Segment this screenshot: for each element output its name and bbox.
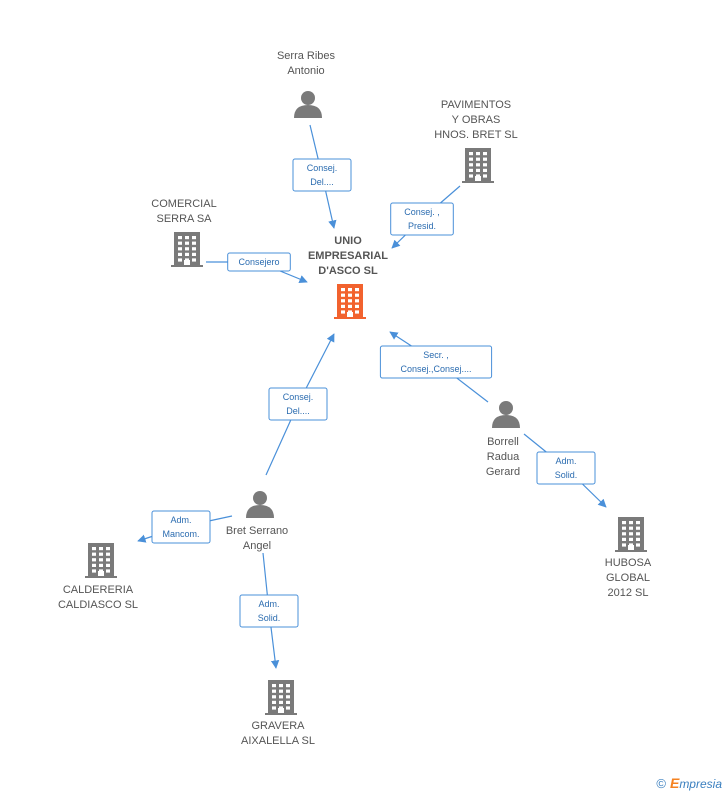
- edge-label-text: Adm.: [170, 515, 191, 525]
- node-label-line: GRAVERA: [252, 720, 306, 732]
- edge-label-box[interactable]: [227, 252, 291, 272]
- node-label-line: Radua: [487, 451, 520, 463]
- node-comercial-serra[interactable]: COMERCIAL SERRA SA: [151, 198, 217, 267]
- person-icon: [294, 91, 322, 118]
- footer-brand[interactable]: ©Empresia: [656, 775, 722, 791]
- node-label-line: Antonio: [287, 65, 324, 77]
- edge-label-text: Del....: [310, 177, 334, 187]
- edge-label-text: Consej.: [307, 163, 338, 173]
- edge-label-box[interactable]: [239, 594, 299, 628]
- building-icon: [85, 543, 117, 578]
- edge-label-text: Solid.: [555, 470, 578, 480]
- edge-label-text: Consej. ,: [404, 207, 440, 217]
- node-label-line: CALDERERIA: [63, 584, 134, 596]
- node-hubosa[interactable]: HUBOSA GLOBAL 2012 SL: [605, 517, 652, 599]
- node-gravera[interactable]: GRAVERA AIXALELLA SL: [241, 680, 315, 747]
- edge-borrell-to-center[interactable]: Secr. , Consej.,Consej....: [379, 331, 493, 403]
- edge-label-text: Solid.: [258, 613, 281, 623]
- node-pavimentos[interactable]: PAVIMENTOS Y OBRAS HNOS. BRET SL: [434, 99, 518, 183]
- person-icon: [246, 491, 274, 518]
- edge-label-box[interactable]: [379, 345, 493, 379]
- edge-label-text: Adm.: [258, 599, 279, 609]
- edge-bret-serrano-to-center[interactable]: Consej. Del....: [265, 333, 335, 476]
- node-label-line: Bret Serrano: [226, 525, 288, 537]
- brand-initial: E: [669, 775, 680, 791]
- edge-comercial-serra-to-center[interactable]: Consejero: [206, 252, 308, 284]
- node-label-line: D'ASCO SL: [318, 265, 378, 277]
- edge-bret-serrano-to-gravera[interactable]: Adm. Solid.: [239, 552, 299, 669]
- node-label-line: HNOS. BRET SL: [434, 129, 518, 141]
- node-label-line: CALDIASCO SL: [58, 599, 138, 611]
- node-label-line: Serra Ribes: [277, 50, 336, 62]
- edge-label-text: Secr. ,: [423, 350, 449, 360]
- edge-label-text: Adm.: [555, 456, 576, 466]
- node-label-line: Borrell: [487, 436, 519, 448]
- edge-borrell-to-hubosa[interactable]: Adm. Solid.: [523, 433, 607, 508]
- edge-label-text: Del....: [286, 406, 310, 416]
- edge-label-box[interactable]: [390, 202, 454, 236]
- edge-serra-ribes-to-center[interactable]: Consej. Del....: [292, 124, 352, 229]
- building-icon: [334, 284, 366, 319]
- node-label-line: 2012 SL: [608, 587, 649, 599]
- edge-label-box[interactable]: [536, 451, 596, 485]
- node-caldereria[interactable]: CALDERERIA CALDIASCO SL: [58, 543, 138, 611]
- edge-label-text: Presid.: [408, 221, 436, 231]
- edge-bret-serrano-to-caldereria[interactable]: Adm. Mancom.: [137, 510, 233, 544]
- node-label-line: UNIO: [334, 235, 362, 247]
- edge-label-text: Mancom.: [162, 529, 199, 539]
- edge-label-text: Consej.: [283, 392, 314, 402]
- node-label-line: AIXALELLA SL: [241, 735, 315, 747]
- building-icon: [265, 680, 297, 715]
- node-label-line: Gerard: [486, 466, 520, 478]
- edge-label-box[interactable]: [292, 158, 352, 192]
- node-label-line: HUBOSA: [605, 557, 652, 569]
- brand-name: mpresia: [679, 777, 722, 791]
- building-icon: [171, 232, 203, 267]
- node-label-line: Y OBRAS: [452, 114, 501, 126]
- building-icon: [615, 517, 647, 552]
- edge-pavimentos-to-center[interactable]: Consej. , Presid.: [390, 185, 461, 249]
- node-center[interactable]: UNIO EMPRESARIAL D'ASCO SL: [308, 235, 388, 319]
- node-label-line: GLOBAL: [606, 572, 650, 584]
- node-label-line: PAVIMENTOS: [441, 99, 511, 111]
- building-icon: [462, 148, 494, 183]
- edge-label-box[interactable]: [268, 387, 328, 421]
- node-label-line: Angel: [243, 540, 271, 552]
- node-label-line: EMPRESARIAL: [308, 250, 388, 262]
- edge-label-text: Consej.,Consej....: [400, 364, 471, 374]
- edge-label-text: Consejero: [238, 257, 279, 267]
- node-label-line: COMERCIAL: [151, 198, 216, 210]
- person-icon: [492, 401, 520, 428]
- node-label-line: SERRA SA: [156, 213, 212, 225]
- copyright-symbol: ©: [656, 776, 666, 791]
- edge-label-box[interactable]: [151, 510, 211, 544]
